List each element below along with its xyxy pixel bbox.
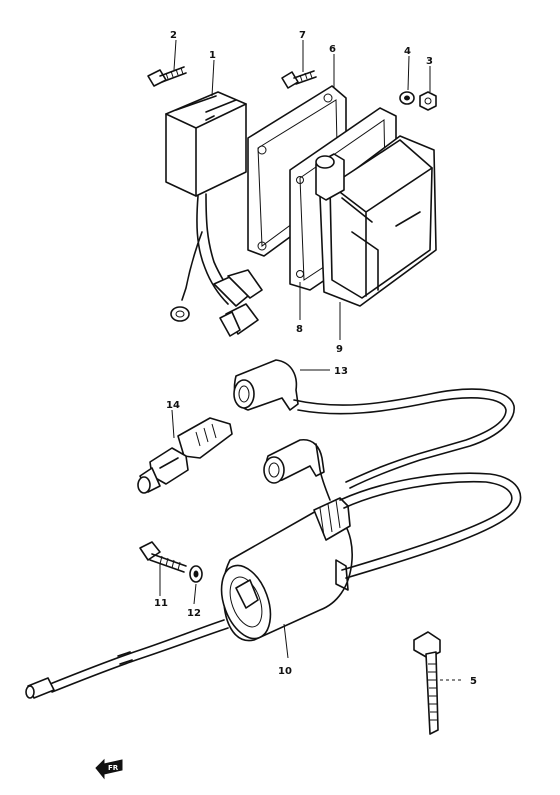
callout-2: 2 <box>170 30 177 41</box>
part-3-nut <box>419 91 437 111</box>
part-11-bolt <box>139 541 187 573</box>
part-14-spark-plug <box>137 417 233 494</box>
part-9-coil-housing <box>315 135 437 307</box>
part-12-washer <box>189 565 203 583</box>
part-1-cdi-unit <box>165 91 263 337</box>
part-4-washer <box>399 91 415 105</box>
part-10-ignition-coil <box>25 472 522 699</box>
callout-7: 7 <box>299 30 306 41</box>
callout-8: 8 <box>296 324 303 335</box>
callout-1: 1 <box>209 50 216 61</box>
callout-12: 12 <box>187 608 201 619</box>
callout-5: 5 <box>470 676 477 687</box>
part-5-cable-tie <box>413 631 441 735</box>
fr-arrow-label: FR <box>108 764 119 772</box>
part-13-plug-cap <box>233 359 515 501</box>
callout-4: 4 <box>404 46 411 57</box>
part-7-bolt <box>281 70 317 89</box>
callout-10: 10 <box>278 666 292 677</box>
callout-14: 14 <box>166 400 180 411</box>
part-2-bolt <box>147 66 187 87</box>
callout-6: 6 <box>329 44 336 55</box>
callout-13: 13 <box>334 366 348 377</box>
callout-labels: 2 1 7 6 4 3 8 9 13 14 11 12 10 5 <box>154 30 477 687</box>
front-direction-arrow: FR <box>95 758 123 780</box>
callout-9: 9 <box>336 344 343 355</box>
leader-lines <box>159 39 464 681</box>
callout-11: 11 <box>154 598 168 609</box>
callout-3: 3 <box>426 56 433 67</box>
